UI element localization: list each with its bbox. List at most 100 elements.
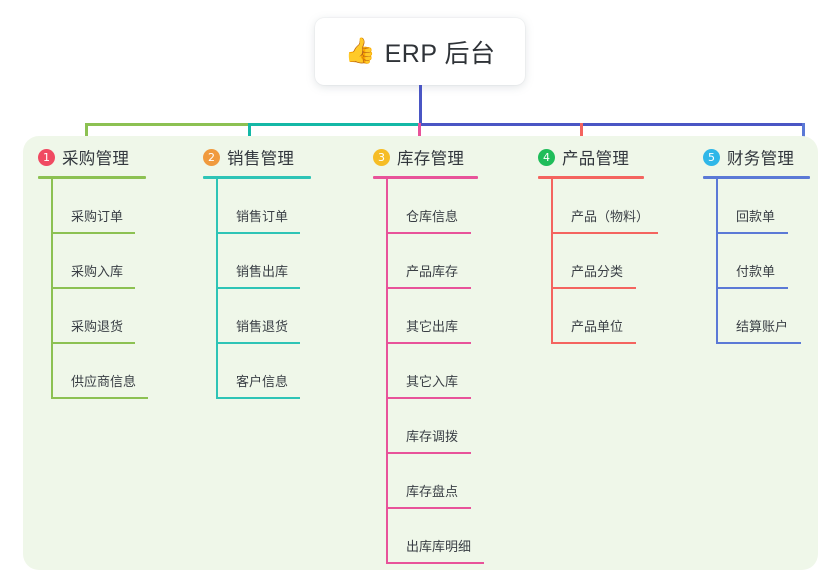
leaf-node[interactable]: 客户信息 [216, 344, 311, 399]
leaf-node-label: 回款单 [736, 209, 776, 224]
branch-children: 仓库信息产品库存其它出库其它入库库存调拨库存盘点出库库明细 [386, 179, 484, 564]
leaf-node[interactable]: 产品库存 [386, 234, 478, 289]
leaf-node-underline [51, 342, 135, 344]
leaf-node-label: 客户信息 [236, 374, 289, 389]
branch-number-badge: 5 [703, 148, 720, 166]
branch-title: 销售管理 [227, 150, 295, 168]
leaf-node[interactable]: 仓库信息 [386, 179, 478, 234]
leaf-node[interactable]: 产品（物料） [551, 179, 658, 234]
leaf-node[interactable]: 其它出库 [386, 289, 478, 344]
leaf-node-underline [386, 232, 471, 234]
leaf-node[interactable]: 其它入库 [386, 344, 478, 399]
branch-number-badge: 1 [38, 148, 55, 166]
branch-spine [51, 179, 53, 399]
leaf-node[interactable]: 采购入库 [51, 234, 146, 289]
branch-title-underline [373, 176, 478, 179]
leaf-node-underline [51, 397, 148, 399]
root-node-title: ERP 后台 [384, 39, 496, 68]
branch-header[interactable]: 3 库存管理 [373, 145, 478, 169]
leaf-node-label: 销售退货 [236, 319, 289, 334]
leaf-node[interactable]: 产品单位 [551, 289, 644, 344]
leaf-node-underline [216, 397, 300, 399]
leaf-node[interactable]: 供应商信息 [51, 344, 148, 399]
thumbs-up-icon: 👍 [344, 37, 376, 65]
leaf-node-label: 采购订单 [71, 209, 124, 224]
leaf-node-label: 产品（物料） [571, 209, 650, 224]
branch-title-underline [703, 176, 810, 179]
leaf-node-label: 产品分类 [571, 264, 624, 279]
leaf-node-underline [551, 287, 636, 289]
connector-bus-segment-right [418, 123, 805, 126]
branch-spine [551, 179, 553, 344]
leaf-node[interactable]: 付款单 [716, 234, 810, 289]
leaf-node[interactable]: 采购退货 [51, 289, 146, 344]
branch-column: 1 采购管理采购订单采购入库采购退货供应商信息 [38, 145, 148, 399]
branch-header[interactable]: 1 采购管理 [38, 145, 146, 169]
leaf-node[interactable]: 库存调拨 [386, 399, 478, 454]
leaf-node-underline [386, 452, 471, 454]
leaf-node-label: 销售出库 [236, 264, 289, 279]
branch-children: 采购订单采购入库采购退货供应商信息 [51, 179, 148, 399]
leaf-node[interactable]: 出库库明细 [386, 509, 484, 564]
branch-children: 销售订单销售出库销售退货客户信息 [216, 179, 311, 399]
leaf-node-label: 库存调拨 [406, 429, 459, 444]
leaf-node-label: 库存盘点 [406, 484, 459, 499]
leaf-node-underline [216, 342, 300, 344]
root-node[interactable]: 👍 ERP 后台 [315, 18, 525, 85]
leaf-node[interactable]: 销售出库 [216, 234, 311, 289]
branch-number-badge: 3 [373, 148, 390, 166]
leaf-node-label: 其它出库 [406, 319, 459, 334]
branch-title-underline [203, 176, 311, 179]
leaf-node[interactable]: 销售退货 [216, 289, 311, 344]
leaf-node-underline [551, 232, 658, 234]
branch-title: 采购管理 [62, 150, 130, 168]
leaf-node[interactable]: 产品分类 [551, 234, 644, 289]
leaf-node-underline [386, 397, 471, 399]
branch-title: 产品管理 [562, 150, 630, 168]
leaf-node-underline [216, 232, 300, 234]
branch-title-underline [38, 176, 146, 179]
leaf-node-underline [51, 287, 135, 289]
leaf-node[interactable]: 结算账户 [716, 289, 810, 344]
leaf-node-label: 供应商信息 [71, 374, 137, 389]
leaf-node[interactable]: 库存盘点 [386, 454, 478, 509]
leaf-node-label: 产品单位 [571, 319, 624, 334]
leaf-node-label: 产品库存 [406, 264, 459, 279]
branch-title: 库存管理 [397, 150, 465, 168]
branch-title: 财务管理 [727, 150, 795, 168]
branch-number-badge: 2 [203, 148, 220, 166]
leaf-node-underline [386, 562, 484, 564]
leaf-node[interactable]: 采购订单 [51, 179, 146, 234]
leaf-node-label: 付款单 [736, 264, 776, 279]
branch-column: 2 销售管理销售订单销售出库销售退货客户信息 [203, 145, 311, 399]
branches-panel [23, 136, 818, 570]
branch-spine [386, 179, 388, 564]
leaf-node-underline [386, 287, 471, 289]
branch-column: 5 财务管理回款单付款单结算账户 [703, 145, 810, 344]
leaf-node[interactable]: 销售订单 [216, 179, 311, 234]
leaf-node-label: 销售订单 [236, 209, 289, 224]
leaf-node-underline [386, 507, 471, 509]
connector-bus-segment-middle [248, 123, 420, 126]
leaf-node-underline [716, 232, 788, 234]
leaf-node-underline [716, 287, 788, 289]
leaf-node-label: 结算账户 [736, 319, 789, 334]
branch-spine [716, 179, 718, 344]
connector-bus-segment-left [85, 123, 248, 126]
branch-column: 3 库存管理仓库信息产品库存其它出库其它入库库存调拨库存盘点出库库明细 [373, 145, 484, 564]
root-connector-stem [419, 85, 422, 125]
leaf-node-label: 仓库信息 [406, 209, 459, 224]
branch-title-underline [538, 176, 644, 179]
branch-children: 回款单付款单结算账户 [716, 179, 810, 344]
leaf-node-underline [551, 342, 636, 344]
branch-header[interactable]: 5 财务管理 [703, 145, 810, 169]
leaf-node-label: 采购入库 [71, 264, 124, 279]
branch-header[interactable]: 2 销售管理 [203, 145, 311, 169]
leaf-node-underline [216, 287, 300, 289]
leaf-node[interactable]: 回款单 [716, 179, 810, 234]
branch-spine [216, 179, 218, 399]
branch-children: 产品（物料） 产品分类产品单位 [551, 179, 658, 344]
